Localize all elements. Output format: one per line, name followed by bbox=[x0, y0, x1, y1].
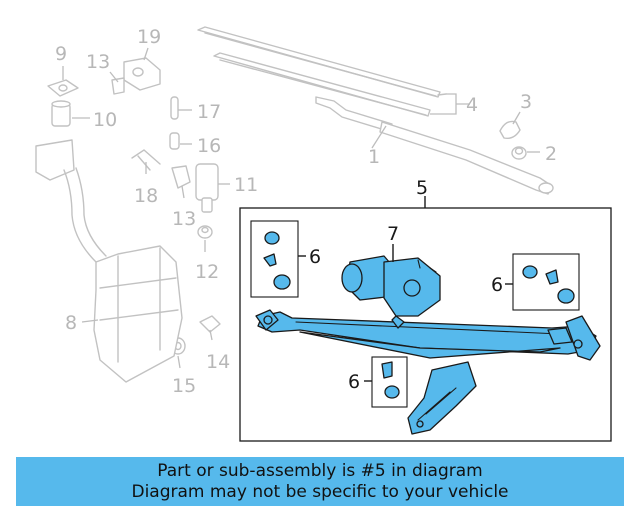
cap-part bbox=[499, 120, 521, 140]
callout-8: 8 bbox=[65, 312, 77, 334]
callout-12: 12 bbox=[195, 261, 219, 283]
hardware-kit-6a bbox=[250, 220, 299, 298]
callout-6-right: 6 bbox=[491, 274, 503, 296]
info-banner: Part or sub-assembly is #5 in diagram Di… bbox=[16, 457, 624, 506]
hose-part-17 bbox=[170, 96, 179, 120]
info-banner-line-2: Diagram may not be specific to your vehi… bbox=[131, 481, 509, 502]
pump-part-11 bbox=[195, 163, 219, 213]
callout-14: 14 bbox=[206, 351, 230, 373]
info-banner-line-1: Part or sub-assembly is #5 in diagram bbox=[157, 460, 483, 481]
wiper-motor bbox=[341, 255, 441, 329]
washer-reservoir-part bbox=[35, 139, 183, 383]
hardware-kit-6b bbox=[512, 253, 580, 311]
callout-4: 4 bbox=[466, 94, 478, 116]
mounting-bracket bbox=[407, 361, 477, 435]
parts-diagram: 1 2 3 4 5 6 6 6 7 8 9 10 11 12 13 13 14 … bbox=[35, 26, 612, 442]
callout-3: 3 bbox=[520, 91, 532, 113]
grommet-part-16 bbox=[169, 132, 180, 150]
callout-6-bottom: 6 bbox=[348, 371, 360, 393]
connector-part-13b bbox=[171, 165, 191, 189]
callout-15: 15 bbox=[172, 375, 196, 397]
wiper-linkage bbox=[255, 309, 601, 361]
cap-part-10 bbox=[51, 100, 71, 127]
sensor-part-14 bbox=[199, 315, 221, 333]
callout-6-left: 6 bbox=[309, 246, 321, 268]
nut-part bbox=[511, 146, 527, 160]
wiper-blade-part bbox=[197, 26, 447, 117]
callout-17: 17 bbox=[197, 101, 221, 123]
grommet-part-12 bbox=[197, 225, 213, 239]
callout-19: 19 bbox=[137, 26, 161, 48]
callout-1: 1 bbox=[368, 146, 380, 168]
callout-18: 18 bbox=[134, 185, 158, 207]
hose-clip-part-18 bbox=[131, 149, 161, 171]
hardware-kit-6c bbox=[371, 356, 408, 408]
callout-9: 9 bbox=[55, 43, 67, 65]
clip-part-9 bbox=[47, 79, 79, 97]
callout-16: 16 bbox=[197, 135, 221, 157]
connector-part-13 bbox=[111, 77, 125, 95]
wiper-arm-part bbox=[315, 96, 554, 195]
callout-11: 11 bbox=[234, 174, 258, 196]
callout-10: 10 bbox=[93, 109, 117, 131]
leader-lines-grey bbox=[62, 47, 540, 369]
callout-7: 7 bbox=[387, 223, 399, 245]
callout-13-top: 13 bbox=[86, 51, 110, 73]
nozzle-part-19 bbox=[123, 57, 161, 91]
callout-2: 2 bbox=[545, 143, 557, 165]
callout-13-bottom: 13 bbox=[172, 208, 196, 230]
callout-5: 5 bbox=[416, 177, 428, 199]
leader-lines-dark bbox=[298, 196, 513, 382]
